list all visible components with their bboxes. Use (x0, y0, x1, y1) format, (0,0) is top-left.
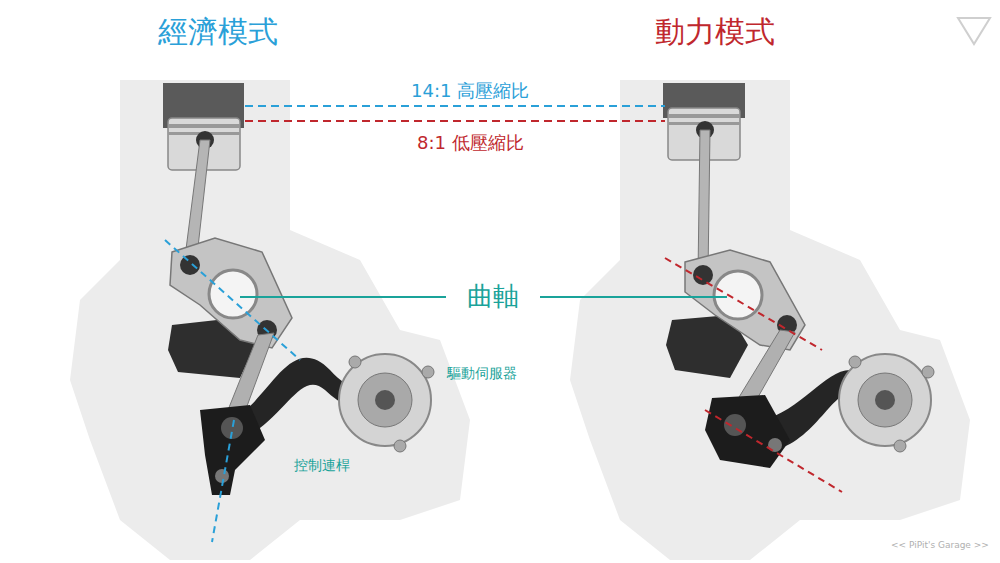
mode-heading: 經濟模式 (158, 15, 278, 50)
engine-silhouette (570, 80, 970, 560)
watermark: << PiPit's Garage >> (891, 540, 989, 550)
part-name: 驅動伺服器 (447, 365, 517, 381)
part-name: 曲軸 (467, 282, 519, 312)
compression-ratio: 8:1 低壓縮比 (417, 133, 524, 154)
engine-silhouette (70, 80, 470, 560)
mode-heading: 動力模式 (655, 15, 775, 50)
part-name: 控制連桿 (294, 457, 350, 473)
compression-ratio: 14:1 高壓縮比 (411, 81, 529, 102)
